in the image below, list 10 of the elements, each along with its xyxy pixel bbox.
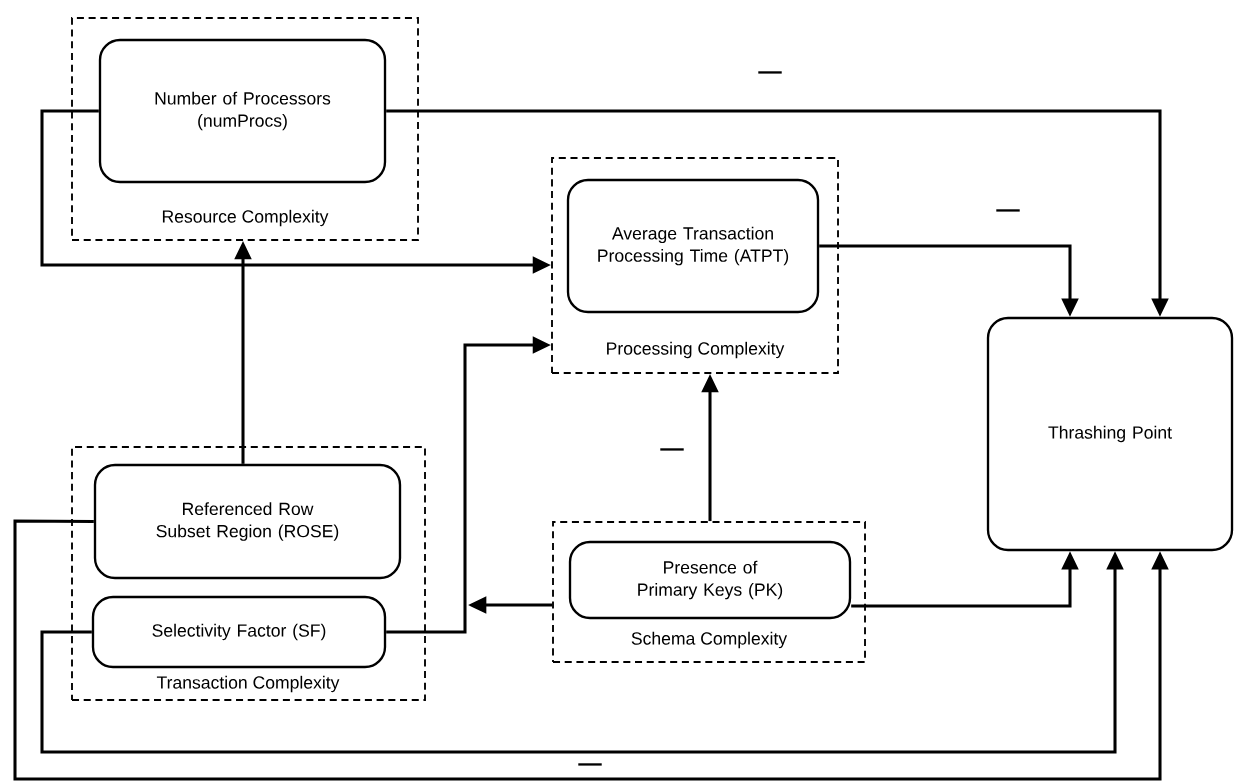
process-box: Selectivity Factor (SF) <box>91 595 387 669</box>
process-box: Average Transaction Processing Time (ATPT) <box>566 178 820 314</box>
edge-label: — <box>996 209 1020 217</box>
edge-label: — <box>660 448 684 456</box>
process-box: Referenced Row Subset Region (ROSE) <box>93 463 402 580</box>
process-box: Presence of Primary Keys (PK) <box>568 540 852 620</box>
process-box: Thrashing Point <box>986 316 1234 552</box>
edge-label: — <box>578 763 602 771</box>
edge-label: — <box>758 71 782 79</box>
process-box: Number of Processors (numProcs) <box>98 38 387 184</box>
